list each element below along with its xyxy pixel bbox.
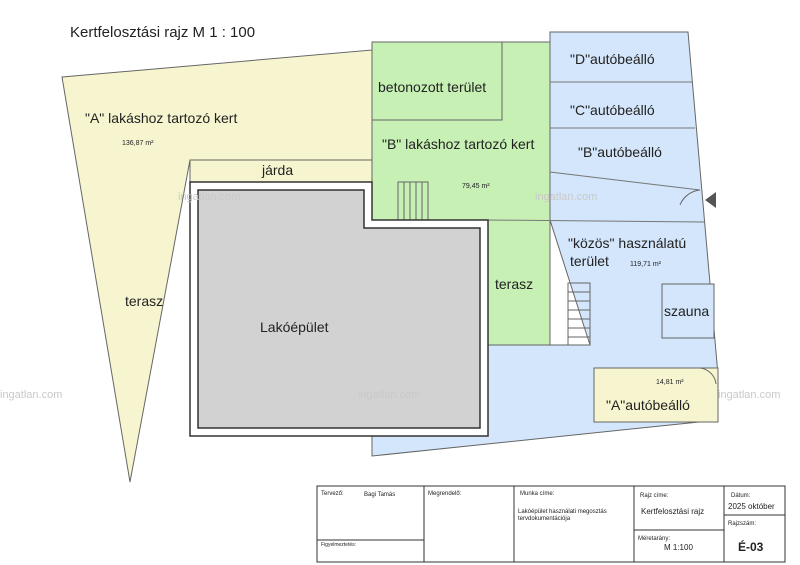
date-value: 2025 október: [728, 502, 775, 511]
parking-a-zone: [593, 367, 719, 423]
parking-b-label: "B"autóbeálló: [578, 144, 662, 160]
sheet-value: É-03: [738, 539, 764, 554]
drawing-title: Kertfelosztási rajz: [641, 507, 704, 516]
garden-b-label: "B" lakáshoz tartozó kert: [382, 136, 534, 152]
common-label-1: "közös" használatú: [568, 235, 686, 251]
parking-divider-b: [549, 171, 701, 191]
drawing-label: Rajz címe:: [640, 493, 669, 499]
parking-a-gate-arc: [699, 367, 717, 385]
common-area: 119,71 m²: [630, 261, 662, 268]
stairs-upper: [397, 181, 429, 221]
stairs-lower: [567, 282, 591, 346]
work-label: Munka címe:: [520, 491, 555, 497]
entrance-arrow-icon: [705, 192, 716, 208]
sheet-label: Rajzszám:: [728, 521, 756, 527]
work-desc-1: Lakóépület használati megosztás: [518, 509, 607, 515]
watermark: ingatlan.com: [178, 191, 240, 203]
work-desc-2: tervdokumentációja: [518, 516, 571, 522]
designer-name: Bagi Tamás: [364, 492, 395, 498]
gate-arc: [679, 189, 701, 206]
garden-a-area: 136,87 m²: [122, 140, 154, 147]
parking-a-area: 14,81 m²: [656, 379, 684, 386]
watermark: ingatlan.com: [535, 191, 597, 203]
client-label: Megrendelő:: [428, 491, 462, 497]
parking-d-label: "D"autóbeálló: [570, 51, 655, 67]
parking-c-label: "C"autóbeálló: [570, 102, 655, 118]
parking-a-label: "A"autóbeálló: [606, 397, 690, 413]
sauna-label: szauna: [664, 303, 709, 319]
watermark: ingatlan.com: [358, 389, 420, 401]
garden-b-area: 79,45 m²: [462, 183, 490, 190]
designer-label: Tervező:: [321, 491, 344, 497]
building-label: Lakóépület: [260, 319, 329, 335]
scale-label: Méretarány:: [638, 536, 670, 542]
watermark: ingatlan.com: [0, 389, 62, 401]
common-label-2: terület: [570, 253, 609, 269]
building: [197, 189, 481, 429]
watermark: ingatlan.com: [718, 389, 780, 401]
garden-a-label: "A" lakáshoz tartozó kert: [85, 110, 237, 126]
common-divider: [487, 219, 705, 223]
notes-label: Figyelmeztetés:: [321, 542, 356, 548]
sidewalk-label: járda: [261, 162, 293, 178]
title-block: Tervező: Bagi Tamás Megrendelő: Munka cí…: [316, 485, 786, 563]
terrace-right-label: terasz: [495, 276, 533, 292]
concrete-label: betonozott terület: [378, 79, 486, 95]
concrete-area: [371, 41, 503, 121]
terrace-left-label: terasz: [125, 293, 163, 309]
sauna: [661, 283, 715, 339]
date-label: Dátum:: [731, 493, 751, 499]
plan-title: Kertfelosztási rajz M 1 : 100: [70, 24, 255, 41]
scale-value: M 1:100: [664, 543, 693, 552]
